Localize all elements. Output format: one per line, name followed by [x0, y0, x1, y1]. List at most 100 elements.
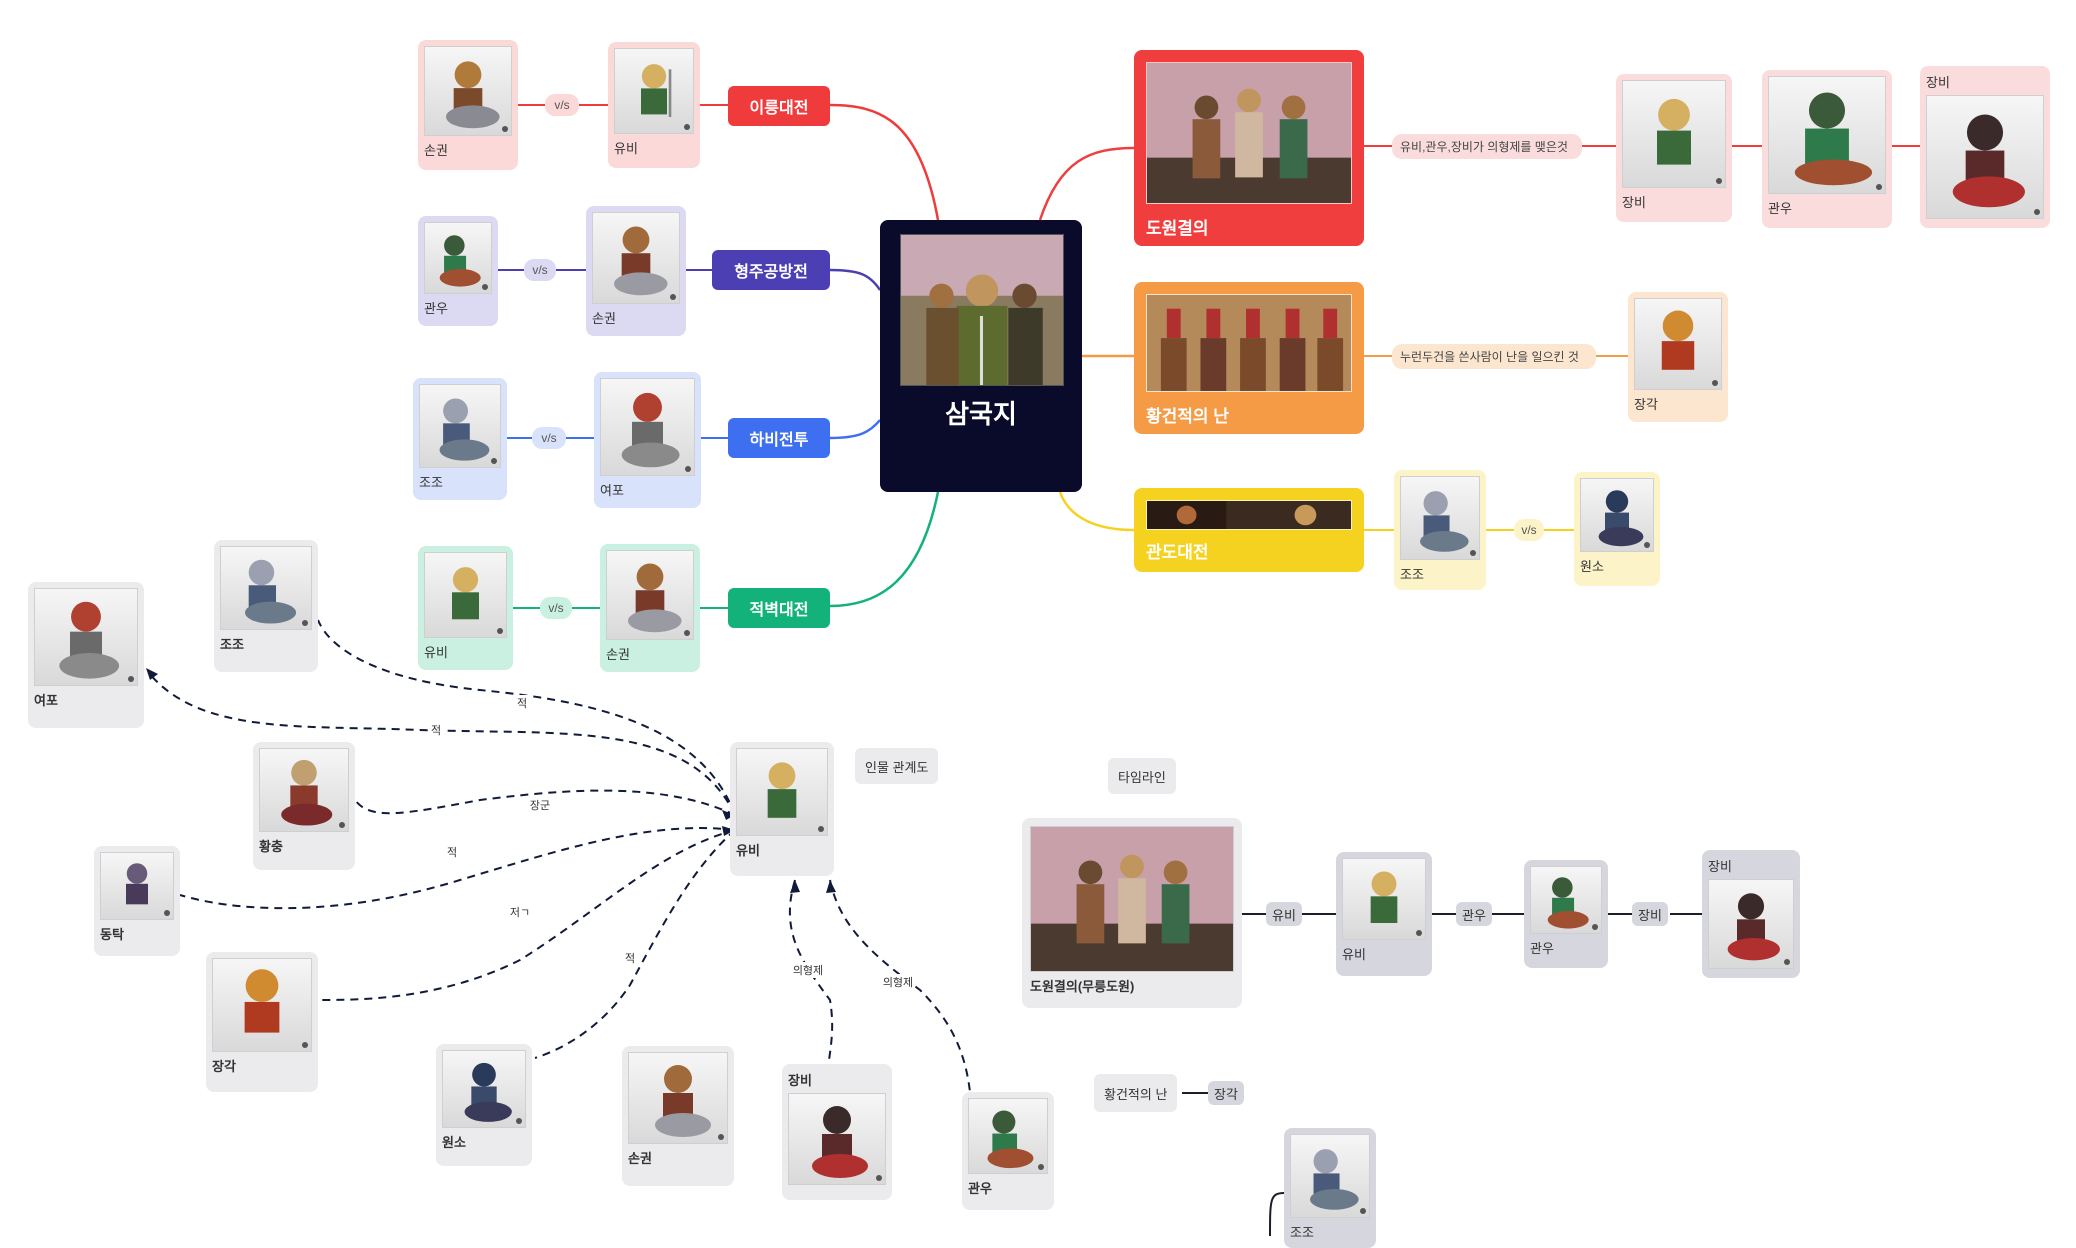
gwando-right[interactable]: 원소 — [1574, 472, 1660, 586]
rel-node-janggak[interactable]: 장각 — [206, 952, 318, 1092]
dowon-person-3[interactable]: 장비 — [1920, 66, 2050, 228]
status-dot — [128, 676, 134, 682]
hwanggeon-person-1[interactable]: 장각 — [1628, 292, 1728, 422]
event-gwando[interactable]: 관도대전 — [1134, 488, 1364, 572]
character-name: 장각 — [1634, 397, 1658, 412]
tl-edge-8 — [1269, 1192, 1285, 1236]
character-name: 유비 — [1342, 947, 1366, 962]
event-title: 도원결의 — [1146, 219, 1209, 238]
rel-node-jojo[interactable]: 조조 — [214, 540, 318, 672]
event-scene-image — [1146, 500, 1352, 530]
timeline-event-2-chip[interactable]: 장각 — [1208, 1081, 1244, 1105]
rel-node-hwangchung[interactable]: 황충 — [253, 742, 355, 870]
edge-central-hyeongju — [829, 268, 882, 291]
timeline-chip-3[interactable]: 장비 — [1632, 902, 1668, 926]
status-dot — [502, 126, 508, 132]
battle-habi-left[interactable]: 조조 — [413, 378, 507, 500]
battle-hyeongju-right[interactable]: 손권 — [586, 206, 686, 336]
event-scene-image — [1146, 294, 1352, 392]
character-name: 원소 — [442, 1135, 466, 1150]
character-art — [621, 392, 680, 468]
dowon-person-1[interactable]: 장비 — [1616, 74, 1732, 222]
rel-node-jangbi[interactable]: 장비 — [782, 1064, 892, 1200]
character-thumbnail — [736, 748, 828, 836]
character-art — [452, 567, 479, 620]
character-name: 장비 — [1708, 859, 1732, 874]
character-name: 조조 — [419, 475, 443, 490]
character-name: 관우 — [424, 301, 448, 316]
battle-label-habi[interactable]: 하비전투 — [728, 418, 830, 458]
character-thumbnail — [606, 550, 694, 640]
status-dot — [1470, 550, 1476, 556]
battle-hyeongju-left[interactable]: 관우 — [418, 216, 498, 326]
status-dot — [1712, 380, 1718, 386]
rel-node-wonso[interactable]: 원소 — [436, 1044, 532, 1166]
character-art — [628, 563, 682, 633]
character-name: 손권 — [606, 647, 630, 662]
rel-node-yeopo[interactable]: 여포 — [28, 582, 144, 728]
battle-ireung-right[interactable]: 유비 — [608, 42, 700, 168]
character-name: 여포 — [34, 693, 58, 708]
battle-ireung-left[interactable]: 손권 — [418, 40, 518, 170]
rel-node-center[interactable]: 유비 — [730, 742, 834, 876]
timeline-event-2[interactable]: 황건적의 난 — [1094, 1074, 1178, 1112]
rel-edge-yeopo — [147, 671, 736, 816]
rel-arrow-up-2 — [826, 880, 836, 893]
edge-label-wonso: 적 — [622, 950, 638, 966]
character-name: 손권 — [628, 1151, 652, 1166]
character-name: 장비 — [1926, 75, 1950, 90]
character-thumbnail — [628, 1052, 728, 1144]
edge-label-jojo: 적 — [514, 695, 530, 711]
timeline-person-2[interactable]: 관우 — [1524, 860, 1608, 968]
status-dot — [1784, 959, 1790, 965]
timeline-event-2-person[interactable]: 조조 — [1284, 1128, 1376, 1248]
timeline-person-1[interactable]: 유비 — [1336, 852, 1432, 976]
timeline-chip-1[interactable]: 유비 — [1266, 902, 1302, 926]
relationship-title[interactable]: 인물 관계도 — [855, 748, 939, 784]
rel-node-gwanu[interactable]: 관우 — [962, 1092, 1054, 1210]
character-thumbnail — [424, 552, 507, 638]
central-node[interactable]: 삼국지 — [880, 220, 1082, 492]
gwando-left[interactable]: 조조 — [1394, 470, 1486, 590]
rel-node-dongtak[interactable]: 동탁 — [94, 846, 180, 956]
timeline-chip-2[interactable]: 관우 — [1456, 902, 1492, 926]
battle-habi-right[interactable]: 여포 — [594, 372, 701, 508]
scene-art — [1147, 295, 1351, 391]
character-thumbnail — [968, 1098, 1048, 1174]
status-dot — [685, 466, 691, 472]
character-thumbnail — [100, 852, 174, 920]
event-dowon[interactable]: 도원결의 — [1134, 50, 1364, 246]
vs-badge: v/s — [532, 427, 566, 449]
battle-label-jeokbyeok[interactable]: 적벽대전 — [728, 588, 830, 628]
character-name: 유비 — [424, 645, 448, 660]
timeline-person-3[interactable]: 장비 — [1702, 850, 1800, 978]
dowon-person-2[interactable]: 관우 — [1762, 70, 1892, 228]
character-thumbnail — [1530, 866, 1602, 934]
status-dot — [1876, 184, 1882, 190]
battle-label-ireung[interactable]: 이릉대전 — [728, 86, 830, 126]
character-art — [641, 64, 672, 117]
rel-node-songwon[interactable]: 손권 — [622, 1046, 734, 1186]
event-scene-image — [1030, 826, 1234, 972]
vs-badge: v/s — [524, 259, 556, 281]
status-dot — [684, 630, 690, 636]
character-art — [281, 759, 333, 826]
character-thumbnail — [34, 588, 138, 686]
character-art — [1794, 92, 1873, 186]
battle-jeokbyeok-left[interactable]: 유비 — [418, 546, 513, 670]
character-art — [59, 601, 120, 679]
status-dot — [876, 1175, 882, 1181]
battle-jeokbyeok-right[interactable]: 손권 — [600, 544, 700, 672]
event-hwanggeon[interactable]: 황건적의 난 — [1134, 282, 1364, 434]
event-title: 관도대전 — [1146, 543, 1209, 562]
battle-label-hyeongju[interactable]: 형주공방전 — [712, 250, 830, 290]
rel-arrow-up-1 — [790, 880, 800, 893]
character-thumbnail — [1708, 879, 1794, 969]
character-thumbnail — [600, 378, 695, 476]
status-dot — [164, 910, 170, 916]
character-name: 조조 — [220, 637, 244, 652]
timeline-event-1[interactable]: 도원결의(무릉도원) — [1022, 818, 1242, 1008]
character-art — [1547, 877, 1589, 929]
timeline-title[interactable]: 타임라인 — [1108, 758, 1176, 794]
